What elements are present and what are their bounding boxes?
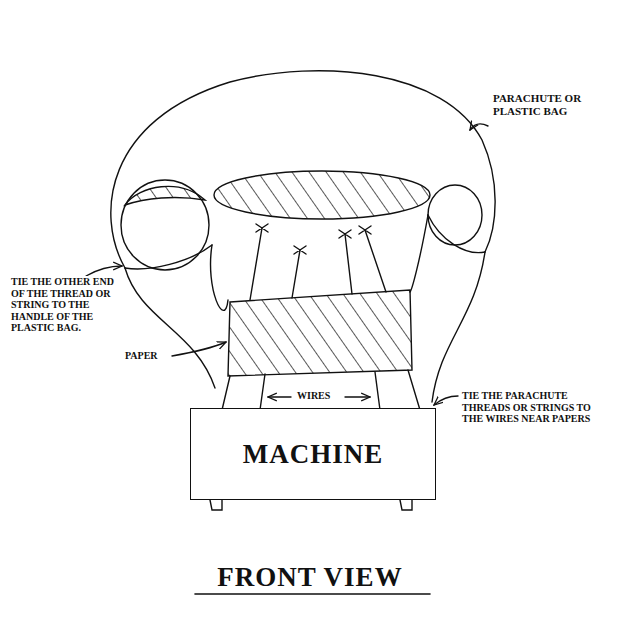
wires xyxy=(222,370,420,410)
view-title: FRONT VIEW xyxy=(0,562,620,593)
bag-drape-left-inner xyxy=(211,245,228,310)
callout-note: TIE THE OTHER END OF THE THREAD OR STRIN… xyxy=(10,276,126,334)
part-label: WIRES xyxy=(296,390,331,402)
bag-opening xyxy=(214,171,430,219)
machine-label: MACHINE xyxy=(243,439,384,470)
bag-drape-right-inner xyxy=(410,215,428,292)
bag-handle-left xyxy=(121,180,209,270)
machine-feet xyxy=(210,500,412,510)
bag-drape-right xyxy=(432,252,485,402)
title-underline xyxy=(195,593,430,595)
bag-handle-right xyxy=(428,185,482,245)
machine-box: MACHINE xyxy=(190,408,436,500)
parachute-strings xyxy=(250,228,386,300)
bag-inner-edge xyxy=(125,215,485,269)
paper-sheet xyxy=(228,290,412,376)
part-label: PAPER xyxy=(124,350,159,362)
wires-arrow-right xyxy=(345,396,370,397)
wires-arrow-left xyxy=(268,396,291,397)
leader-parachute xyxy=(470,124,488,130)
callout-note: PARACHUTE OR PLASTIC BAG xyxy=(492,92,612,117)
leader-tie-left xyxy=(86,266,122,276)
string-ties xyxy=(256,224,371,254)
leader-tie-right xyxy=(434,396,458,405)
bag-drape-left xyxy=(125,268,215,388)
bag-outline xyxy=(111,71,495,268)
leader-paper xyxy=(172,342,226,356)
callout-note: TIE THE PARACHUTE THREADS OR STRINGS TO … xyxy=(461,390,613,425)
